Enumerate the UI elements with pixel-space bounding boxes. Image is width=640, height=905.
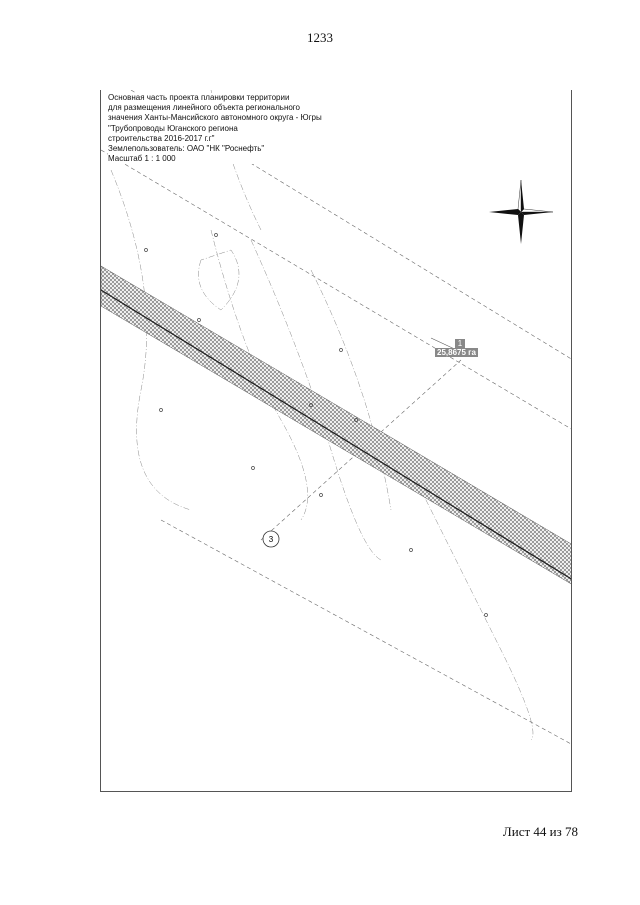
plot-number: 1: [455, 339, 465, 348]
map-frame: 3: [100, 90, 572, 792]
plot-area: 25,8675 га: [435, 348, 478, 357]
map-canvas: 3: [101, 90, 571, 745]
plot-area-label: 1 25,8675 га: [435, 339, 478, 357]
title-line: Масштаб 1 : 1 000: [108, 154, 176, 164]
title-line: Землепользователь: ОАО "НК "Роснефть": [108, 144, 265, 154]
compass-rose-icon: [489, 179, 554, 244]
title-line: значения Ханты-Мансийского автономного о…: [108, 113, 322, 123]
marker-3-label: 3: [269, 535, 274, 544]
pipeline-corridor: [101, 265, 571, 585]
title-line: для размещения линейного объекта региона…: [108, 103, 300, 113]
map-points: [144, 233, 488, 617]
pipeline-line: [101, 289, 571, 580]
title-line: "Трубопроводы Юганского региона: [108, 123, 238, 133]
title-line: Основная часть проекта планировки террит…: [108, 93, 290, 102]
marker-3-circle: [262, 530, 280, 548]
page-number: 1233: [307, 30, 333, 45]
title-block: Основная часть проекта планировки террит…: [108, 93, 322, 165]
sheet-footer: Лист 44 из 78: [502, 824, 578, 839]
title-line: строительства 2016-2017 г.г": [108, 133, 215, 143]
